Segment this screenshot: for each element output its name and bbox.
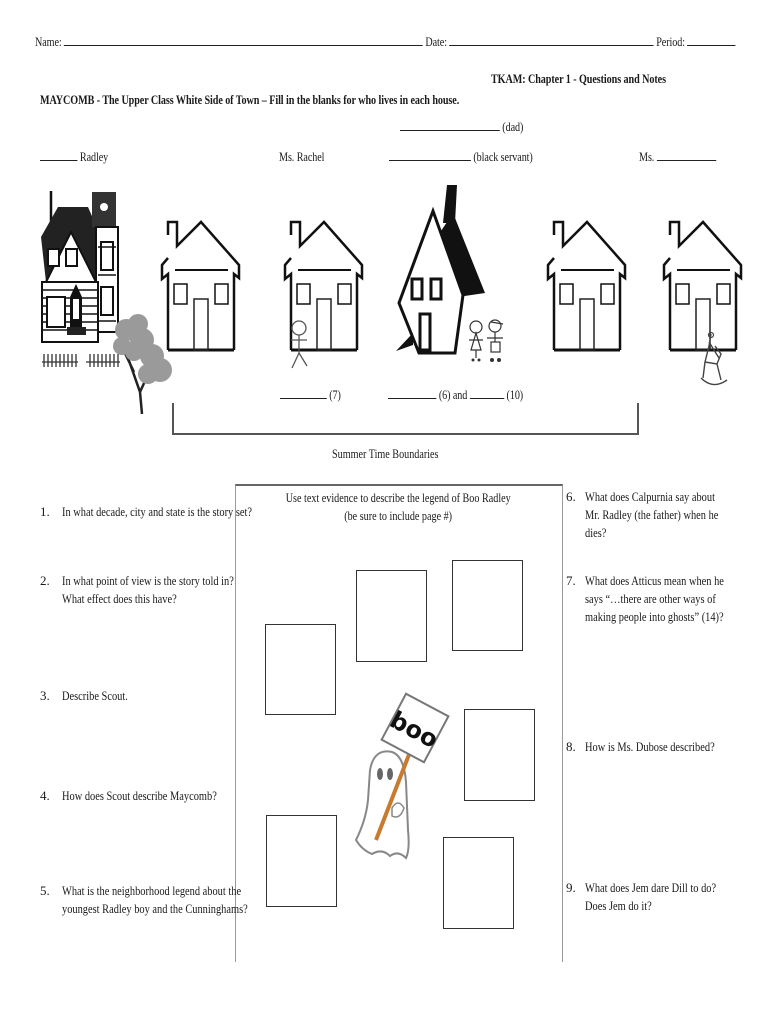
question-text: What does Atticus mean when he says “…th… xyxy=(585,573,724,624)
house-5-icon xyxy=(546,220,627,352)
question-number: 8. xyxy=(566,739,576,754)
worksheet-title: TKAM: Chapter 1 - Questions and Notes xyxy=(491,71,666,86)
label-seven-row: (7) xyxy=(280,387,341,403)
panel-instructions: Use text evidence to describe the legend… xyxy=(235,489,561,525)
header-fields: Name: Date: Period: xyxy=(35,34,736,50)
blank-10[interactable] xyxy=(469,387,505,399)
evidence-box-1[interactable] xyxy=(265,624,336,715)
house-2-icon xyxy=(160,220,241,352)
tree-icon xyxy=(113,314,172,415)
label-10: (10) xyxy=(506,387,524,402)
evidence-box-6[interactable] xyxy=(443,837,514,929)
question-text: What is the neighborhood legend about th… xyxy=(62,883,248,916)
radley-house-icon xyxy=(41,191,120,367)
ms-label-row: Ms. xyxy=(639,149,717,165)
evidence-box-3[interactable] xyxy=(452,560,523,651)
ms-blank[interactable] xyxy=(656,149,717,161)
question-text: Describe Scout. xyxy=(62,688,128,703)
servant-blank[interactable] xyxy=(389,149,471,161)
question-number: 1. xyxy=(40,504,50,519)
panel-instruction-1: Use text evidence to describe the legend… xyxy=(285,490,511,505)
summer-boundary-bracket xyxy=(172,403,639,435)
evidence-box-2[interactable] xyxy=(356,570,427,662)
section-heading: MAYCOMB - The Upper Class White Side of … xyxy=(40,92,460,107)
radley-label-row: Radley xyxy=(40,149,108,165)
date-label: Date: xyxy=(425,34,447,49)
question-text: In what point of view is the story told … xyxy=(62,573,234,606)
house-label-servant: (black servant) xyxy=(473,149,533,164)
question-text: What does Jem dare Dill to do? Does Jem … xyxy=(585,880,717,913)
dill-stick-figure-icon xyxy=(291,320,308,369)
question-number: 9. xyxy=(566,880,576,895)
panel-instruction-2: (be sure to include page #) xyxy=(344,508,452,523)
question-number: 2. xyxy=(40,573,50,588)
question-text: What does Calpurnia say about Mr. Radley… xyxy=(585,489,719,540)
label-7: (7) xyxy=(329,387,341,402)
evidence-box-5[interactable] xyxy=(266,815,337,907)
period-field[interactable] xyxy=(687,34,736,46)
date-field[interactable] xyxy=(449,34,654,46)
period-label: Period: xyxy=(656,34,685,49)
question-number: 6. xyxy=(566,489,576,504)
boundary-label-wrap: Summer Time Boundaries xyxy=(0,445,770,463)
house-label-ms-rachel: Ms. Rachel xyxy=(279,149,325,164)
rocking-chair-icon xyxy=(700,331,728,386)
question-number: 7. xyxy=(566,573,576,588)
question-number: 4. xyxy=(40,788,50,803)
servant-label-row: (black servant) xyxy=(389,149,533,165)
question-text: How does Scout describe Maycomb? xyxy=(62,788,217,803)
scout-jem-stick-figures-icon xyxy=(469,319,504,362)
question-text: How is Ms. Dubose described? xyxy=(585,739,715,754)
boo-radley-panel xyxy=(235,484,563,962)
radley-blank[interactable] xyxy=(40,149,78,161)
dad-blank[interactable] xyxy=(400,119,500,131)
house-label-radley: Radley xyxy=(79,149,109,164)
label-6-and: (6) and xyxy=(438,387,468,402)
question-text: In what decade, city and state is the st… xyxy=(62,504,253,519)
name-label: Name: xyxy=(35,34,62,49)
dad-label: (dad) xyxy=(502,119,524,134)
label-six-ten-row: (6) and (10) xyxy=(388,387,523,403)
boundary-label: Summer Time Boundaries xyxy=(331,446,439,461)
question-number: 5. xyxy=(40,883,50,898)
blank-6[interactable] xyxy=(388,387,437,399)
finch-house-icon xyxy=(396,185,485,355)
dad-label-row: (dad) xyxy=(400,119,523,135)
ghost-boo-sign-icon: boo xyxy=(354,692,450,860)
blank-7[interactable] xyxy=(280,387,327,399)
evidence-box-4[interactable] xyxy=(464,709,535,801)
house-label-ms: Ms. xyxy=(639,149,655,164)
question-number: 3. xyxy=(40,688,50,703)
name-field[interactable] xyxy=(64,34,423,46)
